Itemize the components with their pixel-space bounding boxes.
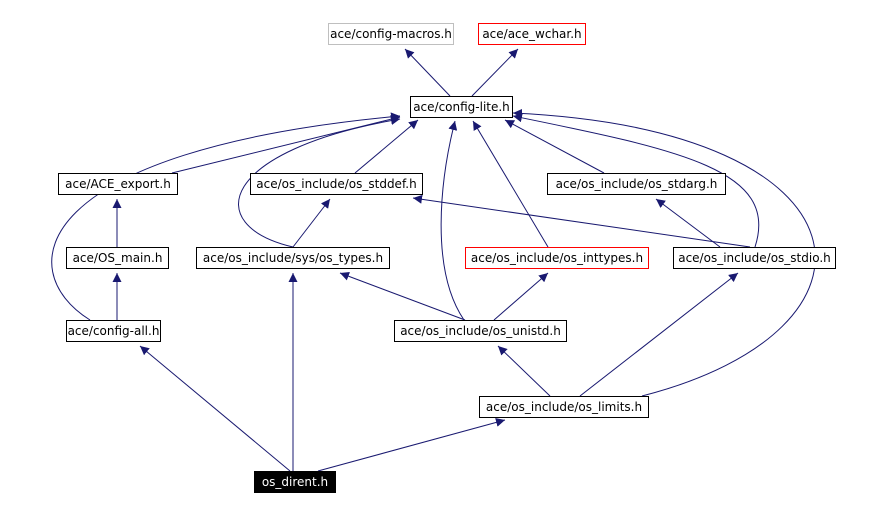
node-config-macros[interactable]: ace/config-macros.h bbox=[328, 23, 454, 45]
edge-os-inttypes-to-config-lite bbox=[472, 120, 549, 248]
edge-os-limits-to-os-stdio bbox=[579, 272, 739, 397]
edge-sys-os-types-to-os-stddef bbox=[292, 198, 331, 248]
node-config-lite[interactable]: ace/config-lite.h bbox=[410, 96, 513, 118]
edge-os-stdarg-to-config-lite bbox=[504, 119, 605, 174]
node-ace-wchar[interactable]: ace/ace_wchar.h bbox=[478, 23, 586, 45]
edge-os-unistd-to-os-inttypes bbox=[493, 272, 549, 321]
edge-os-limits-to-os-unistd bbox=[497, 345, 551, 397]
edge-os-unistd-to-sys-os-types bbox=[339, 271, 466, 321]
edge-os-stddef-to-config-lite bbox=[354, 119, 419, 174]
edge-os-dirent-to-config-all bbox=[139, 345, 291, 472]
edge-config-all-to-config-lite bbox=[51, 112, 401, 321]
edge-config-lite-to-config-macros bbox=[404, 48, 451, 97]
node-os-limits[interactable]: ace/os_include/os_limits.h bbox=[479, 396, 649, 418]
edge-os-stdio-to-config-lite bbox=[512, 113, 760, 248]
edge-os-stdio-to-os-stdarg bbox=[655, 198, 721, 248]
node-os-stddef[interactable]: ace/os_include/os_stddef.h bbox=[250, 173, 423, 195]
node-os-dirent-current: os_dirent.h bbox=[254, 471, 336, 493]
edge-os-limits-to-config-lite bbox=[512, 108, 816, 397]
edge-sys-os-types-to-config-lite bbox=[238, 116, 401, 248]
node-ace-export[interactable]: ace/ACE_export.h bbox=[58, 173, 178, 195]
edge-config-lite-to-ace-wchar bbox=[471, 48, 519, 97]
node-os-main[interactable]: ace/OS_main.h bbox=[66, 247, 169, 269]
node-os-inttypes[interactable]: ace/os_include/os_inttypes.h bbox=[465, 247, 649, 269]
edge-os-stdio-to-os-stddef bbox=[412, 194, 751, 248]
edge-os-unistd-to-config-lite bbox=[440, 120, 465, 321]
node-os-stdarg[interactable]: ace/os_include/os_stdarg.h bbox=[547, 173, 726, 195]
node-os-unistd[interactable]: ace/os_include/os_unistd.h bbox=[394, 320, 567, 342]
node-config-all[interactable]: ace/config-all.h bbox=[66, 320, 161, 342]
edge-os-dirent-to-os-limits bbox=[317, 418, 506, 472]
node-os-stdio[interactable]: ace/os_include/os_stdio.h bbox=[673, 247, 836, 269]
node-sys-os-types[interactable]: ace/os_include/sys/os_types.h bbox=[196, 247, 390, 269]
